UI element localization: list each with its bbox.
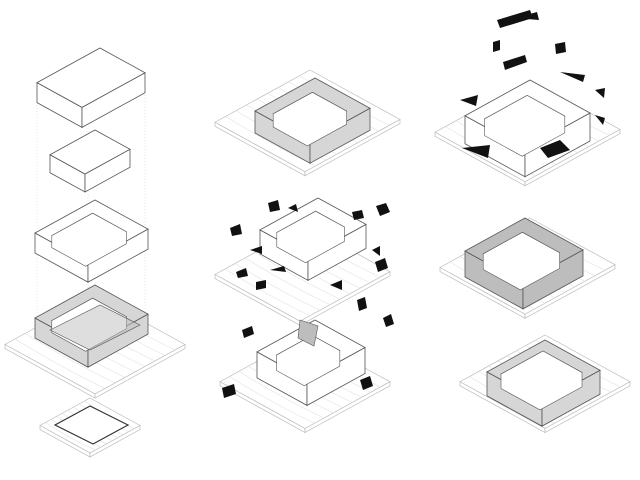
fragment-col3-4 — [503, 55, 527, 70]
fragment-col2-mid-7 — [270, 266, 286, 272]
ring-col2-mid — [259, 197, 367, 281]
fragment-col2-mid-6 — [256, 280, 266, 290]
fragment-col2-low-3 — [360, 376, 373, 390]
fragment-col2-low-0 — [242, 326, 254, 338]
volume-block-large — [36, 47, 146, 129]
fragment-col3-3 — [555, 42, 566, 54]
ring-col2-low — [256, 319, 366, 407]
fragment-col2-mid-11 — [372, 246, 380, 256]
volume-block-small — [49, 129, 131, 193]
volume-ring — [34, 199, 149, 283]
ring-col2-top — [254, 77, 371, 164]
fragment-col3-0 — [497, 10, 533, 28]
fragment-col2-mid-1 — [230, 224, 242, 236]
fragment-col2-mid-4 — [352, 210, 364, 220]
carved-void — [297, 319, 319, 347]
fragment-col2-mid-0 — [268, 200, 280, 212]
fragment-col3-1 — [515, 12, 539, 20]
fragment-col2-mid-5 — [236, 268, 248, 278]
fragment-col2-mid-8 — [330, 280, 342, 290]
fragment-col3-9 — [540, 140, 570, 158]
fragment-col2-mid-9 — [357, 297, 367, 311]
fragment-col2-mid-10 — [375, 258, 388, 272]
fragment-col2-low-1 — [383, 314, 394, 327]
fragment-col2-mid-2 — [288, 204, 298, 212]
fragment-col3-7 — [595, 88, 605, 98]
fragment-col3-6 — [460, 95, 478, 106]
sculpted-volume-low — [486, 339, 601, 427]
fragment-col2-mid-3 — [376, 203, 390, 216]
fragment-col3-10 — [595, 115, 605, 125]
sculpted-volume-mid — [464, 217, 584, 310]
fragment-col3-2 — [493, 40, 500, 52]
fragment-col2-mid-12 — [250, 246, 262, 254]
fragment-col3-5 — [560, 72, 585, 82]
fragment-col3-8 — [462, 145, 490, 158]
footprint-outline — [53, 405, 130, 445]
footprint-overlay — [49, 304, 141, 351]
fragment-col2-low-2 — [222, 384, 236, 398]
